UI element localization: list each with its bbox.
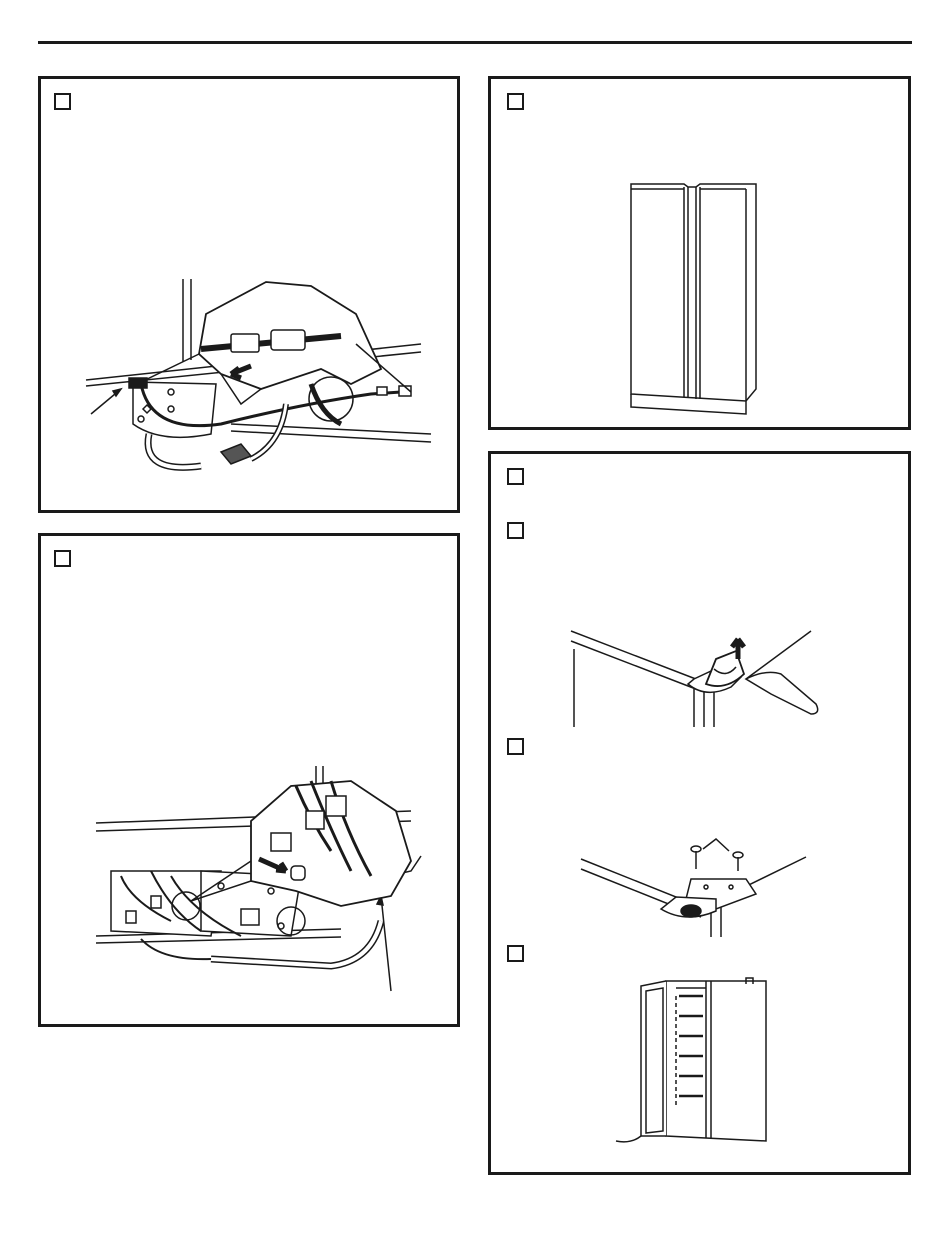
panel-disconnect-harness <box>38 76 460 513</box>
refrigerator-door-open-illustration <box>621 976 771 1146</box>
step-checkbox[interactable] <box>54 550 71 567</box>
top-rule <box>38 41 912 44</box>
step-checkbox[interactable] <box>507 468 524 485</box>
panel-feed-harness <box>38 533 460 1027</box>
step-checkbox[interactable] <box>54 93 71 110</box>
step-checkbox[interactable] <box>507 738 524 755</box>
wire-harness-feed-illustration <box>91 761 441 1001</box>
panel-close-doors <box>488 76 911 430</box>
step-checkbox[interactable] <box>507 945 524 962</box>
panel-remove-door <box>488 451 911 1175</box>
hinge-screws-illustration <box>576 839 811 939</box>
step-checkbox[interactable] <box>507 522 524 539</box>
step-checkbox[interactable] <box>507 93 524 110</box>
wire-harness-connector-illustration <box>81 274 441 489</box>
top-hinge-cover-removal-illustration <box>566 629 831 729</box>
side-by-side-refrigerator-illustration <box>626 179 761 414</box>
